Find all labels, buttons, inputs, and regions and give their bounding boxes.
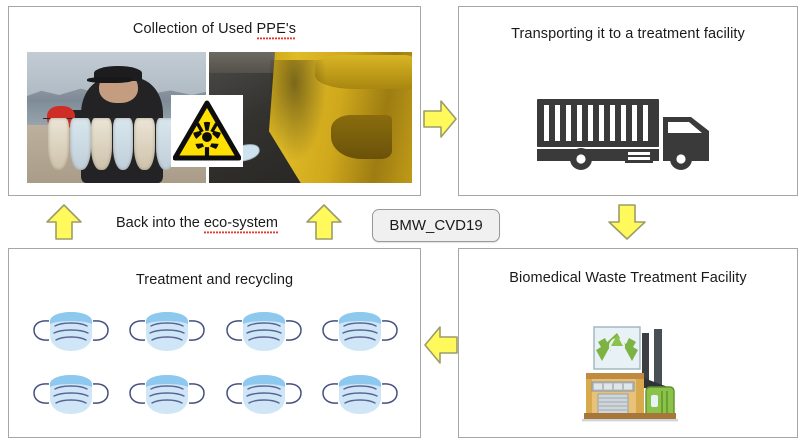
surgical-mask-icon — [128, 370, 206, 423]
recycling-plant-icon — [572, 315, 684, 432]
photo-hanging-mask — [112, 117, 134, 170]
panel-biomedical-waste-treatment-facility: Biomedical Waste Treatment Facility — [458, 248, 798, 438]
photo-hanging-mask — [91, 117, 113, 170]
collection-panel-title: Collection of Used PPE's — [9, 20, 420, 40]
photo-dumpster-lid — [314, 54, 412, 89]
surgical-mask-icon — [128, 307, 206, 360]
surgical-mask-icon — [321, 307, 399, 360]
collection-title-text: Collection of Used — [132, 21, 257, 37]
photo-dumpster-opening — [330, 114, 392, 160]
eco-system-label: Back into the eco-system — [92, 213, 302, 234]
arrow-facility-to-treatment — [423, 324, 459, 371]
biohazard-icon — [171, 95, 243, 167]
panel-collection-of-used-ppe: Collection of Used PPE's — [8, 6, 421, 196]
bmw-cvd19-chip[interactable]: BMW_CVD19 — [372, 209, 500, 242]
photo-hanging-mask — [48, 117, 70, 170]
arrow-treatment-to-eco-left — [44, 203, 84, 246]
arrow-transport-to-facility — [606, 203, 648, 246]
panel-treatment-and-recycling: Treatment and recycling — [8, 248, 421, 438]
photo-dumpster-grime — [269, 59, 331, 173]
eco-system-label-text-prefix: Back into the — [116, 215, 204, 231]
surgical-mask-icon — [32, 307, 110, 360]
eco-system-label-misspelled-word: eco-system — [203, 215, 278, 234]
photo-hanging-mask — [69, 117, 91, 170]
surgical-mask-icon — [225, 370, 303, 423]
surgical-mask-icon — [225, 307, 303, 360]
arrow-collection-to-transport — [422, 98, 458, 145]
photo-hanging-mask — [134, 117, 155, 170]
facility-panel-title: Biomedical Waste Treatment Facility — [509, 270, 747, 286]
arrow-treatment-to-eco-right — [304, 203, 344, 246]
surgical-mask-grid — [23, 307, 408, 423]
transport-panel-title: Transporting it to a treatment facility — [511, 26, 745, 42]
surgical-mask-icon — [32, 370, 110, 423]
photo-person-cap — [87, 66, 143, 84]
treatment-panel-title: Treatment and recycling — [135, 272, 294, 288]
collection-title-misspelled-word: PPE's — [256, 21, 297, 40]
delivery-truck-icon — [535, 95, 721, 176]
bmw-cvd19-chip-label: BMW_CVD19 — [389, 217, 483, 234]
photo-yellow-dumpster — [209, 52, 412, 183]
panel-transporting-to-facility: Transporting it to a treatment facility — [458, 6, 798, 196]
surgical-mask-icon — [321, 370, 399, 423]
